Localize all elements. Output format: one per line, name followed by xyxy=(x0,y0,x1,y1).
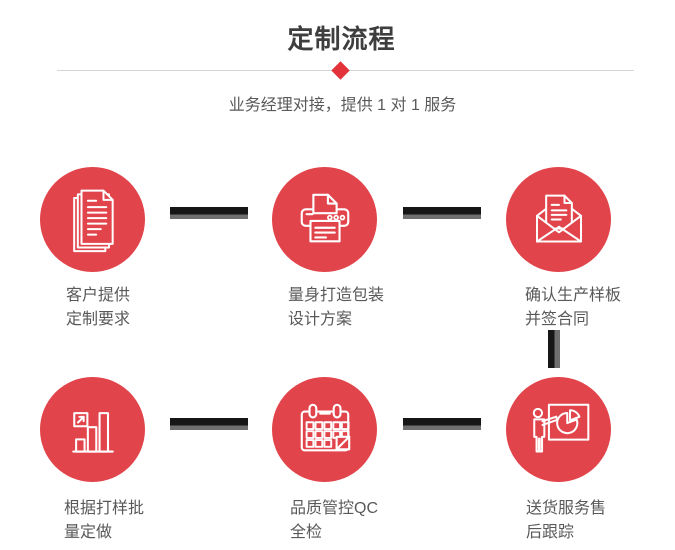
presentation-icon xyxy=(532,403,589,453)
step-label-line: 并签合同 xyxy=(525,311,590,328)
step-label-6: 送货服务售 后跟踪 xyxy=(526,497,666,545)
step-label-line: 后跟踪 xyxy=(526,524,575,541)
diamond-icon xyxy=(331,61,350,80)
connector-horizontal-1 xyxy=(170,207,248,219)
step-circle-printer xyxy=(272,167,377,272)
step-circle-presentation xyxy=(506,377,611,482)
envelope-icon xyxy=(535,194,582,243)
step-label-3: 确认生产样板 并签合同 xyxy=(525,284,665,332)
section-subtitle: 业务经理对接，提供 1 对 1 服务 xyxy=(228,97,457,114)
documents-icon xyxy=(73,189,114,252)
step-circle-documents xyxy=(40,167,145,272)
step-label-line: 量定做 xyxy=(64,524,113,541)
step-label-line: 确认生产样板 xyxy=(525,287,622,304)
step-label-1: 客户提供 定制要求 xyxy=(66,284,206,332)
step-label-line: 根据打样批 xyxy=(64,500,145,517)
step-label-line: 客户提供 xyxy=(66,287,131,304)
connector-horizontal-2 xyxy=(403,207,481,219)
step-label-line: 品质管控QC xyxy=(290,500,379,517)
step-circle-bar-chart xyxy=(40,377,145,482)
connector-horizontal-3 xyxy=(170,418,248,430)
step-label-line: 全检 xyxy=(290,524,323,541)
step-circle-envelope xyxy=(506,167,611,272)
step-label-line: 量身打造包装 xyxy=(288,287,385,304)
step-label-2: 量身打造包装 设计方案 xyxy=(288,284,428,332)
section-title: 定制流程 xyxy=(287,24,396,54)
step-label-line: 设计方案 xyxy=(288,311,353,328)
step-label-5: 品质管控QC 全检 xyxy=(290,497,430,545)
step-circle-calendar xyxy=(272,377,377,482)
step-label-line: 送货服务售 xyxy=(526,500,607,517)
step-label-line: 定制要求 xyxy=(66,311,131,328)
bar-chart-icon xyxy=(71,411,114,453)
printer-icon xyxy=(300,193,349,242)
connector-horizontal-4 xyxy=(403,418,481,430)
calendar-icon xyxy=(300,403,350,451)
connector-vertical xyxy=(548,330,560,368)
step-label-4: 根据打样批 量定做 xyxy=(64,497,204,545)
